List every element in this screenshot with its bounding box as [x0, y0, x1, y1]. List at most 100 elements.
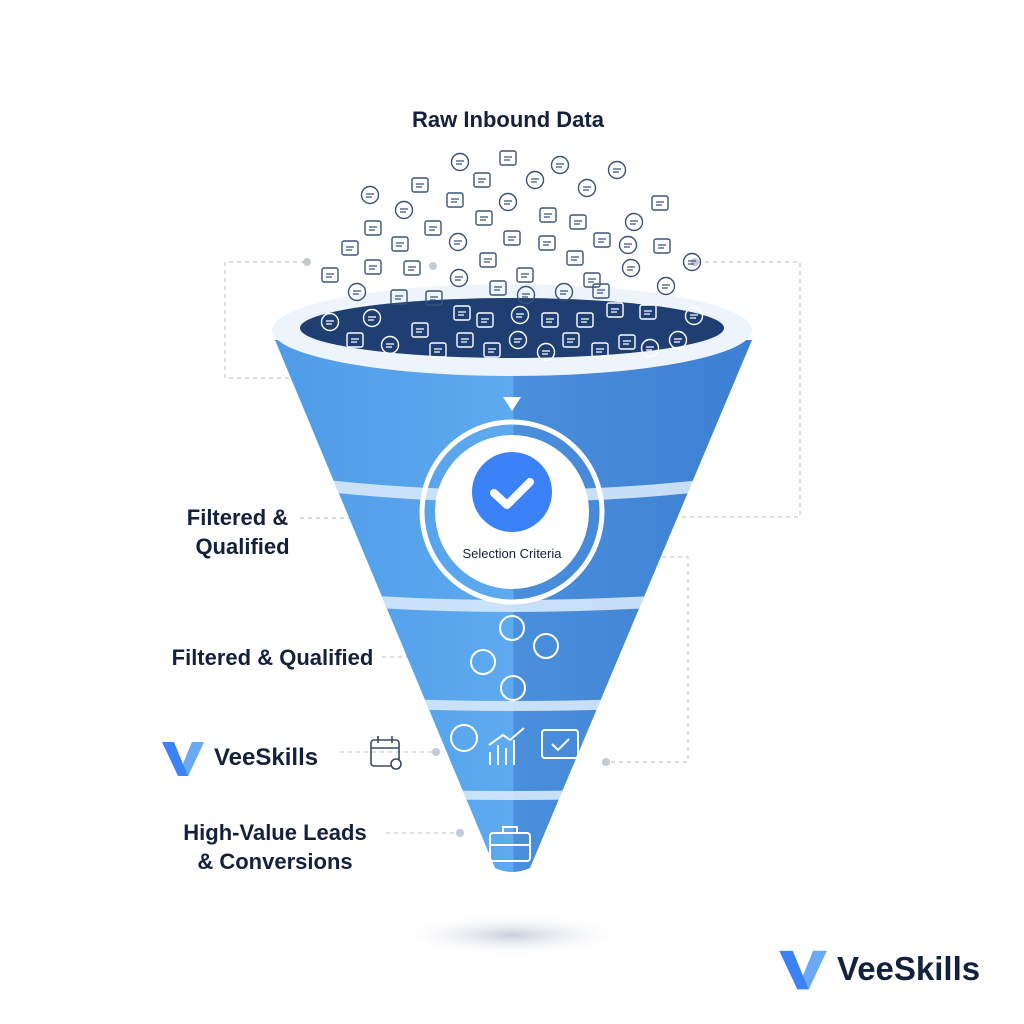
data-item-glyph	[516, 313, 524, 318]
data-item-icon	[618, 334, 636, 350]
data-item-icon	[550, 155, 570, 175]
data-item-icon	[577, 178, 597, 198]
data-item-icon	[360, 185, 380, 205]
data-item-icon	[536, 342, 556, 362]
data-item-glyph	[508, 236, 516, 241]
data-item-icon	[450, 152, 470, 172]
data-item-glyph	[567, 338, 575, 343]
stage2-label: Filtered & Qualified	[171, 645, 374, 670]
data-item-glyph	[494, 286, 502, 291]
final-label-line1: High-Value Leads	[183, 820, 367, 845]
data-item-icon	[390, 289, 408, 305]
data-item-glyph	[368, 316, 376, 321]
data-item-icon	[341, 240, 359, 256]
data-item-icon	[539, 207, 557, 223]
data-item-icon	[508, 330, 528, 350]
center-label: Selection Criteria	[463, 546, 563, 561]
data-item-glyph	[658, 244, 666, 249]
data-item-icon	[624, 212, 644, 232]
data-item-icon	[321, 267, 339, 283]
brand-name: VeeSkills	[214, 744, 319, 771]
data-item-icon	[591, 342, 609, 358]
data-item-glyph	[346, 246, 354, 251]
data-item-icon	[391, 236, 409, 252]
data-item-glyph	[366, 193, 374, 198]
data-item-glyph	[504, 200, 512, 205]
chart-person-icon	[470, 649, 496, 675]
data-item-glyph	[623, 340, 631, 345]
data-item-icon	[362, 308, 382, 328]
data-item-icon	[525, 170, 545, 190]
data-item-icon	[569, 214, 587, 230]
data-item-glyph	[416, 183, 424, 188]
data-item-glyph	[430, 296, 438, 301]
data-item-glyph	[531, 178, 539, 183]
data-item-icon	[592, 283, 610, 299]
data-item-icon	[424, 220, 442, 236]
title: Raw Inbound Data	[412, 107, 604, 132]
data-item-icon	[364, 220, 382, 236]
data-item-glyph	[656, 201, 664, 206]
data-item-glyph	[543, 241, 551, 246]
data-item-icon	[653, 238, 671, 254]
data-item-glyph	[454, 240, 462, 245]
data-item-icon	[576, 312, 594, 328]
data-item-icon	[618, 235, 638, 255]
data-icons	[320, 150, 704, 362]
data-item-glyph	[451, 198, 459, 203]
data-item-glyph	[611, 308, 619, 313]
data-item-icon	[562, 332, 580, 348]
data-item-icon	[607, 160, 627, 180]
data-item-glyph	[369, 265, 377, 270]
data-item-glyph	[353, 290, 361, 295]
data-item-glyph	[690, 314, 698, 319]
data-item-glyph	[434, 348, 442, 353]
data-item-glyph	[630, 220, 638, 225]
data-item-icon	[538, 235, 556, 251]
data-item-icon	[446, 192, 464, 208]
data-item-icon	[473, 172, 491, 188]
data-item-glyph	[597, 289, 605, 294]
data-item-icon	[503, 230, 521, 246]
growth-chart-icon	[488, 727, 525, 765]
selection-ring	[419, 419, 605, 605]
data-item-glyph	[546, 318, 554, 323]
box-icon	[500, 675, 526, 701]
data-item-icon	[541, 312, 559, 328]
data-item-glyph	[416, 328, 424, 333]
data-item-glyph	[461, 338, 469, 343]
data-item-glyph	[544, 213, 552, 218]
data-item-icon	[475, 210, 493, 226]
data-item-glyph	[386, 343, 394, 348]
data-item-icon	[489, 280, 507, 296]
data-item-icon	[394, 200, 414, 220]
final-label-line2: & Conversions	[197, 849, 353, 874]
data-item-glyph	[369, 226, 377, 231]
data-item-glyph	[627, 266, 635, 271]
data-item-icon	[448, 232, 468, 252]
data-item-glyph	[400, 208, 408, 213]
data-item-icon	[621, 258, 641, 278]
data-item-glyph	[596, 348, 604, 353]
data-item-glyph	[556, 163, 564, 168]
data-item-glyph	[484, 258, 492, 263]
data-item-icon	[668, 330, 688, 350]
data-item-icon	[449, 268, 469, 288]
data-item-icon	[380, 335, 400, 355]
data-item-glyph	[456, 160, 464, 165]
data-item-glyph	[326, 273, 334, 278]
data-item-glyph	[624, 243, 632, 248]
data-item-icon	[516, 267, 534, 283]
data-item-glyph	[583, 186, 591, 191]
funnel-mouth	[300, 298, 724, 358]
briefcase-icon	[489, 832, 531, 862]
data-item-glyph	[662, 284, 670, 289]
stage-icons	[450, 615, 579, 862]
data-item-icon	[479, 252, 497, 268]
data-item-icon	[453, 305, 471, 321]
v-logo-icon	[162, 742, 204, 776]
data-item-glyph	[674, 338, 682, 343]
data-item-glyph	[326, 320, 334, 325]
data-item-icon	[639, 304, 657, 320]
data-item-icon	[554, 282, 574, 302]
